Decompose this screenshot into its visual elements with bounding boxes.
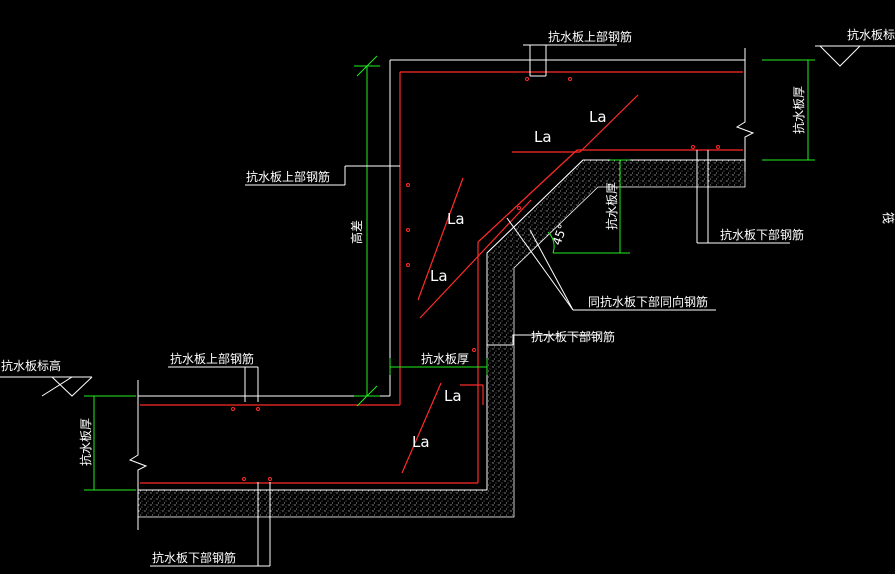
label-angle: 45° — [550, 222, 570, 247]
label-elevation-left: 抗水板标高 — [1, 358, 61, 373]
label-slab-thickness-slope: 抗水板厚 — [604, 182, 619, 230]
anchorage-la-3: La — [447, 210, 465, 228]
anchorage-la-2: La — [534, 128, 552, 146]
label-height-difference: 高差 — [349, 220, 364, 244]
concrete-cushion — [137, 159, 746, 518]
label-bottom-rebar-right: 抗水板下部钢筋 — [720, 227, 804, 242]
label-bottom-rebar-mid: 抗水板下部钢筋 — [531, 329, 615, 344]
dimension-lines — [84, 55, 815, 491]
label-slab-thickness-left: 抗水板厚 — [78, 418, 93, 466]
break-lines — [128, 48, 755, 530]
anchorage-la-6: La — [412, 433, 430, 451]
label-edge-cut: 筏 — [881, 212, 895, 224]
leaders — [0, 44, 895, 567]
label-top-rebar-left: 抗水板上部钢筋 — [170, 351, 254, 366]
rebar-lines — [140, 71, 743, 484]
label-same-as-bottom-rebar: 同抗水板下部同向钢筋 — [588, 294, 708, 309]
anchorage-la-5: La — [444, 387, 462, 405]
label-slab-thickness-right: 抗水板厚 — [791, 86, 806, 134]
label-top-rebar-wall: 抗水板上部钢筋 — [246, 169, 330, 184]
label-slab-thickness-mid: 抗水板厚 — [421, 351, 469, 366]
label-bottom-rebar-left: 抗水板下部钢筋 — [152, 550, 236, 565]
rebar-dots — [231, 77, 720, 481]
anchorage-la-1: La — [589, 108, 607, 126]
label-elevation-right: 抗水板标高 — [847, 27, 895, 42]
label-top-rebar-top: 抗水板上部钢筋 — [548, 29, 632, 44]
anchorage-la-4: La — [430, 267, 448, 285]
